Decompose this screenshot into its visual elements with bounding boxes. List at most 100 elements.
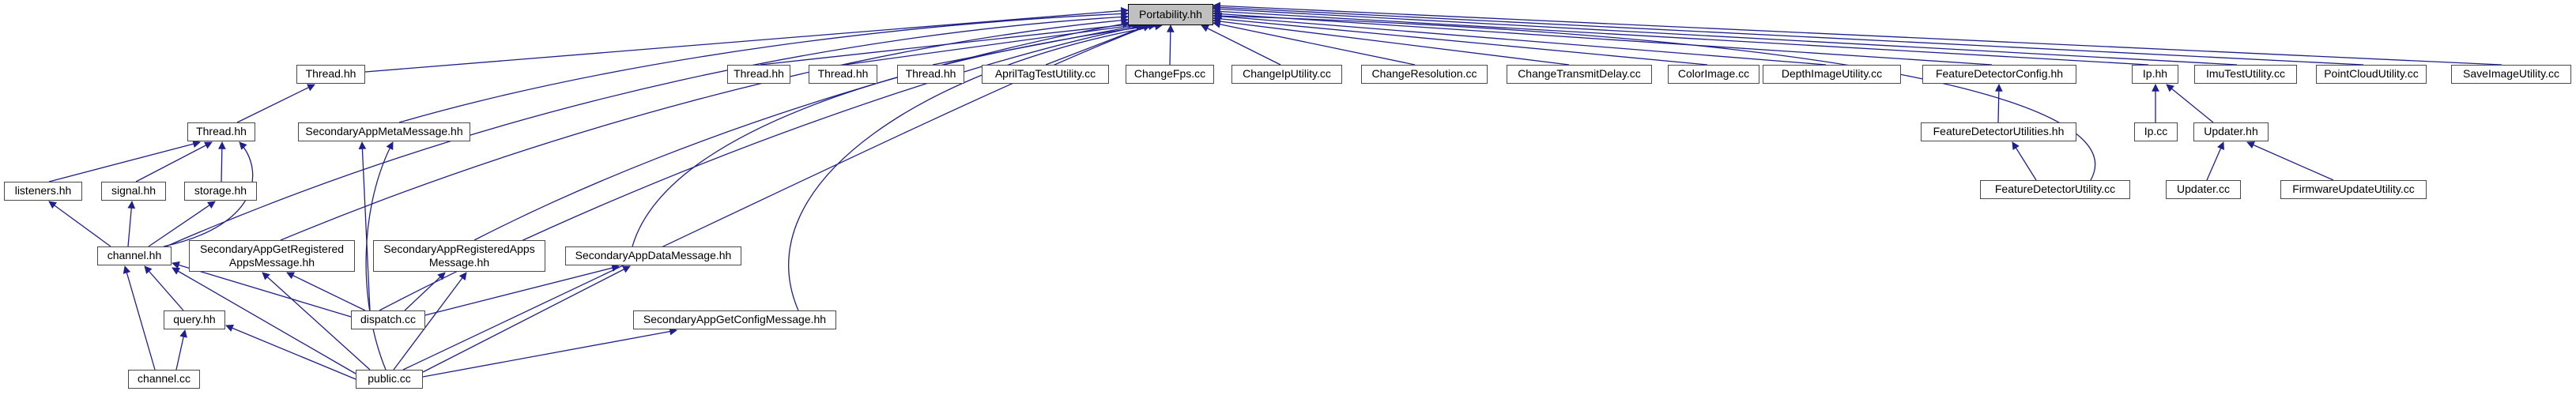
graph-node-meta[interactable]: SecondaryAppMetaMessage.hh	[298, 122, 470, 141]
graph-node-updater_hh[interactable]: Updater.hh	[2193, 122, 2269, 141]
graph-node-portability[interactable]: Portability.hh	[1128, 4, 1213, 25]
graph-node-label: Ip.cc	[2144, 125, 2168, 138]
include-edge-fdutility-to-portability	[1214, 12, 2096, 181]
graph-node-label: Thread.hh	[305, 67, 356, 81]
graph-node-label: FeatureDetectorConfig.hh	[1935, 67, 2064, 81]
graph-node-fdutilities[interactable]: FeatureDetectorUtilities.hh	[1921, 122, 2076, 141]
graph-node-thread_b[interactable]: Thread.hh	[727, 65, 790, 84]
include-edge-public_cc-to-getconfig	[422, 327, 677, 378]
include-edge-listeners-to-thread_e	[48, 140, 201, 182]
graph-node-label: SecondaryAppGetRegistered	[199, 242, 345, 255]
graph-node-label: Updater.cc	[2177, 182, 2230, 196]
graph-node-changeip[interactable]: ChangeIpUtility.cc	[1231, 65, 1342, 84]
graph-node-label: DepthImageUtility.cc	[1781, 67, 1883, 81]
graph-node-label: SecondaryAppDataMessage.hh	[575, 249, 732, 262]
graph-node-signal[interactable]: signal.hh	[101, 182, 166, 201]
graph-node-colorimage[interactable]: ColorImage.cc	[1668, 65, 1759, 84]
graph-node-storage[interactable]: storage.hh	[184, 182, 257, 201]
graph-node-label: storage.hh	[194, 184, 247, 198]
include-edge-public_cc-to-query	[225, 324, 356, 380]
include-edge-public_cc-to-channel_hh	[172, 267, 356, 374]
graph-node-label: Message.hh	[428, 256, 490, 269]
graph-node-ip_hh[interactable]: Ip.hh	[2132, 65, 2178, 84]
graph-node-label: channel.cc	[138, 372, 190, 386]
include-edge-pointcloud-to-portability	[1213, 3, 2364, 66]
include-edge-public_cc-to-portability	[402, 24, 1151, 371]
include-edge-thread_c-to-portability	[843, 21, 1140, 66]
graph-node-label: ChangeFps.cc	[1133, 67, 1206, 81]
graph-node-fdconfig[interactable]: FeatureDetectorConfig.hh	[1922, 65, 2076, 84]
graph-node-changetd[interactable]: ChangeTransmitDelay.cc	[1507, 65, 1652, 84]
graph-node-label: channel.hh	[107, 249, 162, 262]
include-edge-datamsg-to-portability	[632, 22, 1156, 247]
include-edge-channel_hh-to-storage	[148, 201, 216, 247]
include-edge-updater_cc-to-updater_hh	[2206, 141, 2224, 181]
include-edge-channel_hh-to-signal	[127, 201, 136, 247]
include-edge-channel_cc-to-channel_hh	[123, 265, 156, 371]
include-edge-fdutility-to-fdutilities	[2012, 141, 2037, 181]
graph-node-ip_cc[interactable]: Ip.cc	[2134, 122, 2178, 141]
include-edge-signal-to-thread_e	[135, 141, 213, 182]
include-edge-fdconfig-to-portability	[1213, 9, 1993, 66]
graph-node-label: SecondaryAppGetConfigMessage.hh	[643, 313, 827, 326]
graph-node-channel_cc[interactable]: channel.cc	[128, 370, 200, 389]
graph-node-thread_d[interactable]: Thread.hh	[897, 65, 964, 84]
graph-node-label: Thread.hh	[817, 67, 869, 81]
include-edge-channel_cc-to-query	[175, 329, 187, 371]
graph-node-label: ChangeIpUtility.cc	[1243, 67, 1331, 81]
graph-node-label: FirmwareUpdateUtility.cc	[2292, 182, 2415, 196]
graph-node-firmware[interactable]: FirmwareUpdateUtility.cc	[2280, 180, 2427, 199]
graph-node-query[interactable]: query.hh	[164, 310, 225, 329]
include-edge-ip_hh-to-portability	[1213, 7, 2149, 66]
graph-node-dispatch[interactable]: dispatch.cc	[351, 310, 425, 329]
graph-node-label: PointCloudUtility.cc	[2324, 67, 2419, 81]
graph-node-label: AppsMessage.hh	[228, 256, 315, 269]
graph-node-fdutility[interactable]: FeatureDetectorUtility.cc	[1980, 180, 2130, 199]
graph-node-label: SecondaryAppMetaMessage.hh	[305, 125, 463, 138]
graph-node-listeners[interactable]: listeners.hh	[4, 182, 82, 201]
graph-node-thread_e[interactable]: Thread.hh	[187, 122, 255, 141]
include-edge-public_cc-to-meta	[365, 141, 394, 371]
include-edge-dispatch-to-getreg	[286, 272, 366, 311]
graph-node-label: ColorImage.cc	[1677, 67, 1750, 81]
include-edge-firmware-to-updater_hh	[2246, 141, 2334, 181]
graph-node-thread_a[interactable]: Thread.hh	[296, 65, 365, 84]
include-edge-dispatch-to-channel_hh	[172, 261, 352, 318]
graph-node-apriltag[interactable]: AprilTagTestUtility.cc	[982, 65, 1109, 84]
graph-node-getconfig[interactable]: SecondaryAppGetConfigMessage.hh	[633, 310, 836, 329]
include-edge-saveimage-to-portability	[1213, 2, 2502, 66]
graph-node-label: ChangeResolution.cc	[1371, 67, 1477, 81]
include-edge-thread_a-to-portability	[364, 6, 1129, 73]
graph-node-public_cc[interactable]: public.cc	[356, 370, 423, 389]
graph-node-thread_c[interactable]: Thread.hh	[809, 65, 877, 84]
include-edge-imutest-to-portability	[1213, 5, 2238, 66]
include-edge-storage-to-thread_e	[217, 141, 226, 182]
graph-node-changefps[interactable]: ChangeFps.cc	[1126, 65, 1214, 84]
include-edge-fdutilities-to-fdconfig	[1994, 84, 2003, 123]
include-edge-public_cc-to-datamsg	[422, 265, 631, 373]
graph-node-changeres[interactable]: ChangeResolution.cc	[1361, 65, 1488, 84]
graph-node-datamsg[interactable]: SecondaryAppDataMessage.hh	[565, 246, 741, 265]
include-edge-changeres-to-portability	[1213, 21, 1416, 66]
graph-node-label: AprilTagTestUtility.cc	[994, 67, 1096, 81]
graph-node-depthimage[interactable]: DepthImageUtility.cc	[1763, 65, 1901, 84]
include-edge-thread_e-to-thread_a	[236, 84, 315, 123]
graph-node-label: Thread.hh	[196, 125, 247, 138]
graph-node-label: public.cc	[368, 372, 411, 386]
graph-node-imutest[interactable]: ImuTestUtility.cc	[2194, 65, 2297, 84]
graph-node-label: Thread.hh	[905, 67, 956, 81]
graph-node-pointcloud[interactable]: PointCloudUtility.cc	[2316, 65, 2427, 84]
include-edge-changetd-to-portability	[1213, 17, 1570, 66]
graph-node-label: FeatureDetectorUtilities.hh	[1933, 125, 2065, 138]
graph-node-label: query.hh	[173, 313, 216, 326]
include-edge-changeip-to-portability	[1201, 24, 1281, 66]
graph-node-saveimage[interactable]: SaveImageUtility.cc	[2451, 65, 2571, 84]
graph-node-updater_cc[interactable]: Updater.cc	[2166, 180, 2241, 199]
include-edge-thread_b-to-portability	[760, 21, 1136, 66]
include-edge-colorimage-to-portability	[1213, 14, 1708, 66]
graph-node-label: dispatch.cc	[360, 313, 417, 326]
graph-node-label: Updater.hh	[2204, 125, 2258, 138]
graph-node-channel_hh[interactable]: channel.hh	[97, 246, 172, 265]
